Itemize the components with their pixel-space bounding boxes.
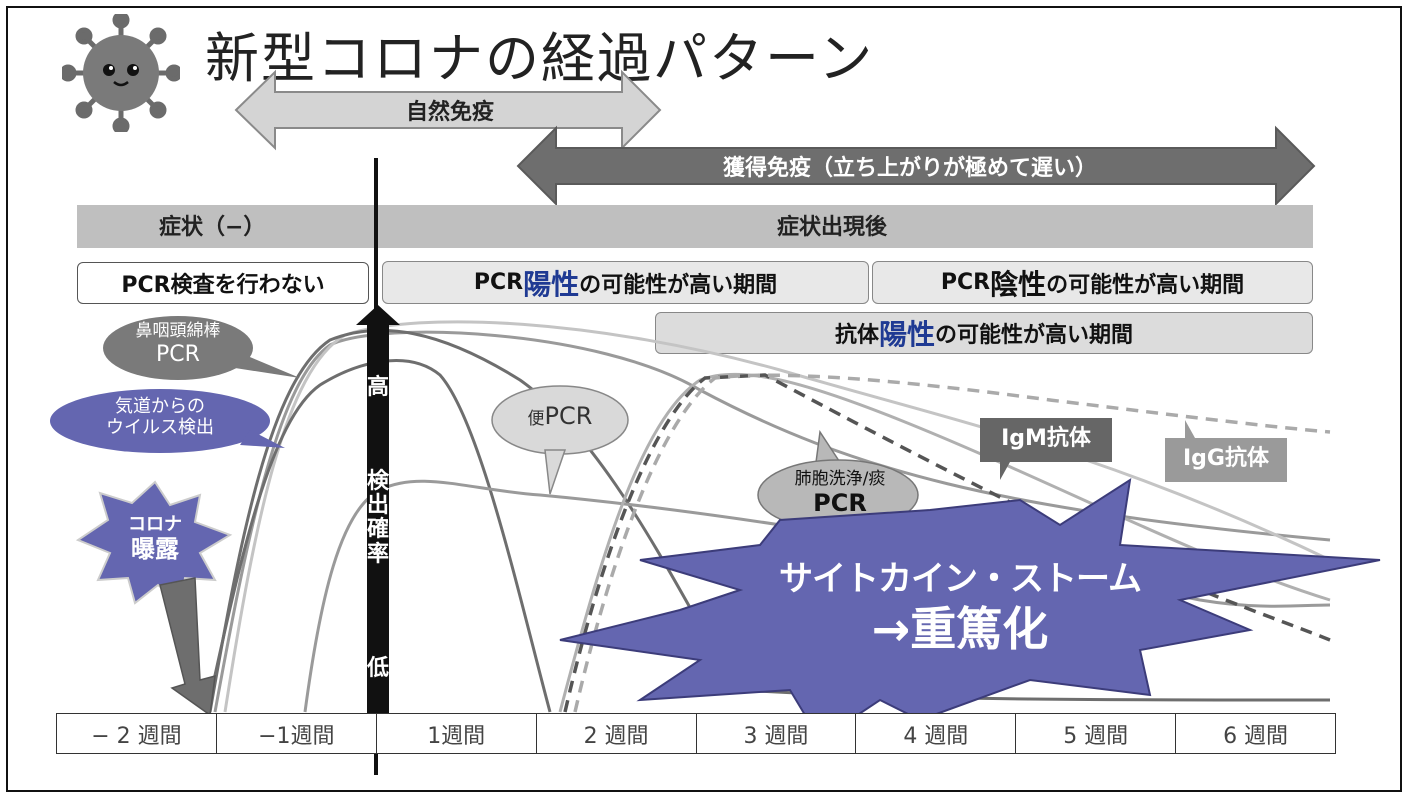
nasal-pcr-text: 鼻咽頭綿棒 PCR <box>135 321 221 367</box>
pcr-positive-highlight: 陽性 <box>523 267 580 301</box>
week-cell: 4 週間 <box>856 714 1017 753</box>
week-cell: −1週間 <box>217 714 377 753</box>
nasal-pcr-bubble <box>103 316 300 380</box>
antibody-suffix: の可能性が高い期間 <box>935 323 1134 348</box>
exposure-text: コロナ 曝露 <box>128 514 182 563</box>
airway-text: 気道からの ウイルス検出 <box>106 396 214 438</box>
pcr-no-test-label: PCR検査を行わない <box>121 273 325 298</box>
exposure-arrow <box>159 577 216 717</box>
symptom-before-label: 症状（−） <box>159 215 266 240</box>
pcr-positive-prefix: PCR <box>473 270 524 295</box>
lung-pcr-text: 肺胞洗浄/痰 PCR <box>794 469 886 517</box>
pcr-negative-suffix: の可能性が高い期間 <box>1046 272 1245 298</box>
acquired-immunity-label: 獲得免疫（立ち上がりが極めて遅い） <box>722 156 1097 181</box>
natural-immunity-arrow <box>234 69 662 151</box>
igg-curve <box>573 373 1331 713</box>
detection-axis-label: 検 出 確 率 <box>366 469 389 567</box>
stool-pcr-text: 便PCR <box>527 402 593 430</box>
igm-bubble <box>980 418 1112 480</box>
symptom-bar: 症状（−） 症状出現後 <box>77 205 1313 248</box>
stool-pcr-curve <box>303 479 1331 713</box>
antibody-prefix: 抗体 <box>834 323 879 348</box>
airway-bubble <box>50 389 285 453</box>
week-cell: 1週間 <box>377 714 537 753</box>
detection-axis-bar <box>367 325 389 713</box>
pcr-negative-prefix: PCR <box>940 270 991 295</box>
symptom-after-label: 症状出現後 <box>777 215 888 240</box>
exposure-star <box>75 480 233 605</box>
stool-pcr-bubble <box>491 385 629 495</box>
pcr-no-test-box: PCR検査を行わない <box>77 262 369 304</box>
week-cell: − 2 週間 <box>57 714 217 753</box>
week-cell: 3 週間 <box>697 714 857 753</box>
antibody-highlight: 陽性 <box>878 318 935 351</box>
detection-high-label: 高 <box>366 375 389 400</box>
pcr-positive-suffix: の可能性が高い期間 <box>579 272 778 298</box>
cytokine-storm-text: サイトカイン・ストーム →重篤化 <box>779 559 1142 657</box>
cytokine-storm-burst <box>559 477 1381 742</box>
igm-curve <box>563 373 1331 713</box>
igm-label: IgM抗体 <box>1001 426 1091 451</box>
slide-frame <box>6 6 1402 792</box>
igg-bubble <box>1165 420 1287 482</box>
detection-low-label: 低 <box>366 656 389 681</box>
virus-icon <box>62 14 180 132</box>
detection-axis-arrowhead <box>356 305 400 325</box>
week-cell: 6 週間 <box>1223 723 1289 749</box>
week-cell: 5 週間 <box>1016 714 1177 753</box>
natural-immunity-label: 自然免疫 <box>405 100 494 125</box>
antibody-light-curve <box>558 372 1331 713</box>
antibody-positive-box: 抗体陽性の可能性が高い期間 <box>655 312 1313 354</box>
pcr-negative-highlight: 陰性 <box>990 267 1047 301</box>
igg-label: IgG抗体 <box>1183 446 1269 471</box>
week-cell: 2 週間 <box>537 714 697 753</box>
week-timeline: − 2 週間 −1週間 1週間 2 週間 3 週間 4 週間 5 週間 6 週間 <box>56 713 1336 754</box>
acquired-immunity-arrow <box>516 125 1316 207</box>
page-title: 新型コロナの経過パターン <box>205 27 875 90</box>
